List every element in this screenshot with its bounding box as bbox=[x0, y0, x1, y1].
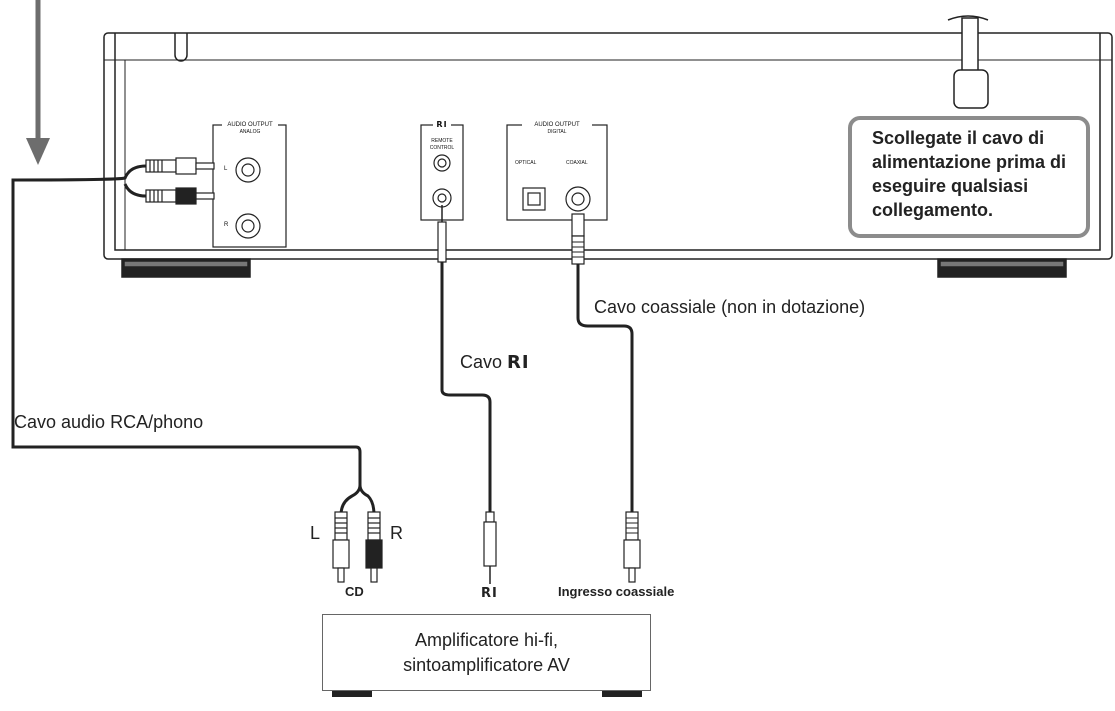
ri-logo: RI bbox=[507, 352, 530, 373]
plug-right-label: R bbox=[390, 523, 403, 543]
rca-audio-cable bbox=[11, 164, 376, 516]
device-foot-left bbox=[121, 258, 251, 278]
ri-cable-label: Cavo RI bbox=[460, 352, 530, 373]
warning-callout: Scollegate il cavo di alimentazione prim… bbox=[848, 116, 1090, 238]
analog-group-label: AUDIO OUTPUT ANALOG bbox=[222, 122, 278, 136]
analog-left-label: L bbox=[224, 166, 228, 172]
rca-cable-label: Cavo audio RCA/phono bbox=[14, 412, 204, 432]
rca-plug-right-inserted bbox=[145, 187, 215, 205]
remote-control-label: REMOTE CONTROL bbox=[429, 138, 455, 151]
optical-label: OPTICAL bbox=[515, 160, 537, 166]
down-arrow-icon bbox=[26, 0, 50, 165]
ri-input-label: RI bbox=[481, 586, 498, 601]
power-cord bbox=[947, 15, 989, 109]
coax-cable-label: Cavo coassiale (non in dotazione) bbox=[594, 297, 866, 317]
digital-group-label: AUDIO OUTPUT DIGITAL bbox=[522, 122, 592, 136]
ri-cable bbox=[437, 205, 497, 584]
device-foot-right bbox=[937, 258, 1067, 278]
ri-group-label: RI bbox=[433, 121, 451, 129]
amplifier-line1: Amplificatore hi-fi, bbox=[414, 630, 559, 650]
coaxial-label: COAXIAL bbox=[566, 160, 588, 166]
amplifier-feet bbox=[332, 691, 642, 697]
ri-cable-prefix: Cavo bbox=[460, 352, 503, 372]
rca-plug-cd-left bbox=[332, 511, 350, 583]
cd-input-label: CD bbox=[345, 584, 364, 599]
rca-plug-left-inserted bbox=[145, 157, 215, 175]
analog-right-label: R bbox=[224, 222, 229, 228]
digital-output-group bbox=[506, 124, 608, 221]
rca-plug-cd-right bbox=[365, 511, 383, 583]
coaxial-cable bbox=[571, 213, 641, 583]
amplifier-box: Amplificatore hi-fi, sintoamplificatore … bbox=[322, 614, 651, 691]
plug-left-label: L bbox=[310, 523, 321, 543]
amplifier-line2: sintoamplificatore AV bbox=[403, 655, 570, 675]
coax-input-label: Ingresso coassiale bbox=[558, 584, 675, 599]
cd-player-rear-panel bbox=[103, 32, 1113, 260]
